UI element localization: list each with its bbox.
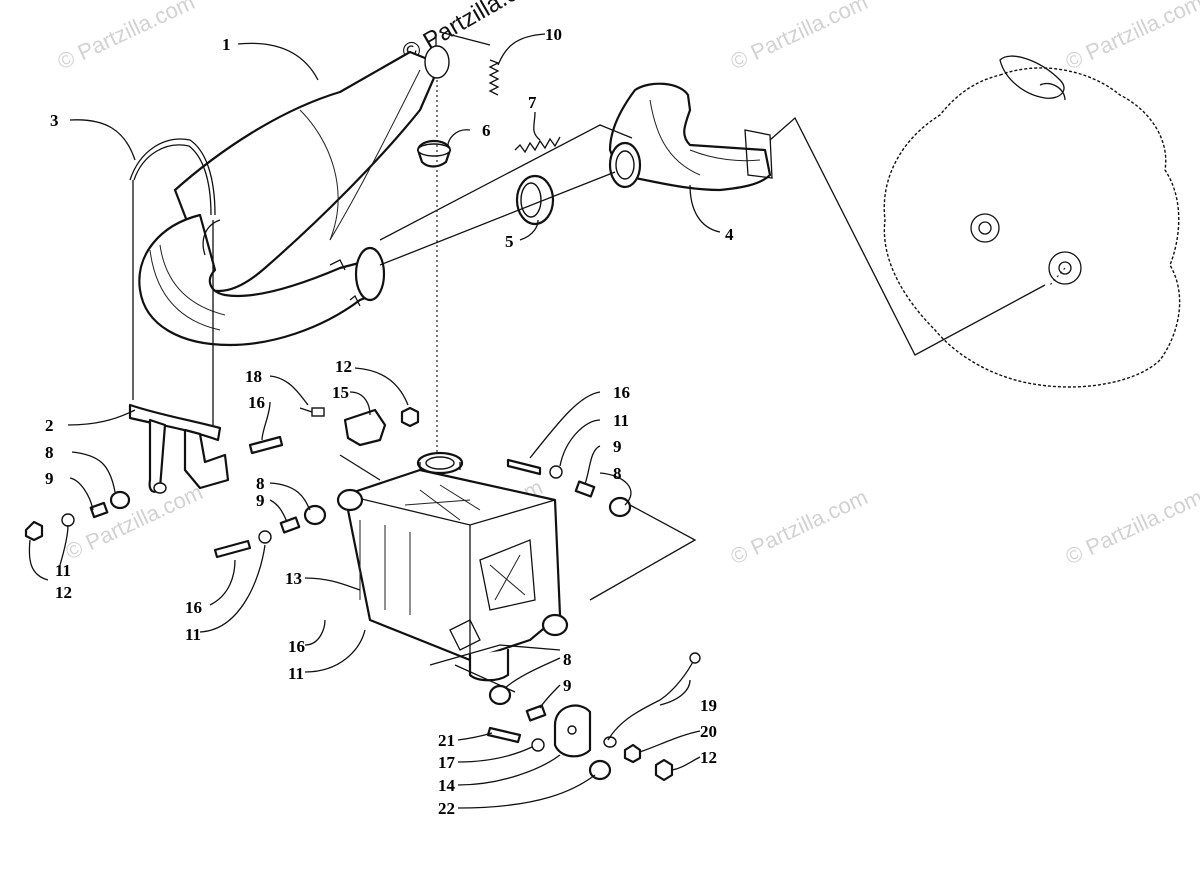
callout-22: 22: [438, 799, 455, 818]
callout-16-a: 16: [248, 393, 265, 412]
engine-outline: [883, 55, 1181, 388]
mounting-bracket: [128, 403, 230, 494]
callout-8-c: 8: [613, 464, 622, 483]
callout-13: 13: [285, 569, 302, 588]
callout-18: 18: [245, 367, 262, 386]
callout-6: 6: [482, 121, 491, 140]
callout-20: 20: [700, 722, 717, 741]
expansion-chamber: [138, 35, 450, 347]
callout-12-c: 12: [700, 748, 717, 767]
callout-11-a: 11: [55, 561, 71, 580]
leader-lines: [28, 33, 721, 809]
callout-11-d: 11: [613, 411, 629, 430]
callout-1: 1: [222, 35, 231, 54]
callout-19: 19: [700, 696, 717, 715]
alignment-lines: [132, 31, 1046, 693]
watermark-1: © Partzilla.com: [54, 0, 199, 75]
hanger-wire: [129, 138, 216, 216]
watermark-6: © Partzilla.com: [1062, 484, 1200, 569]
callout-11-b: 11: [185, 625, 201, 644]
watermark-5: © Partzilla.com: [727, 484, 872, 569]
exhaust-manifold: [608, 82, 773, 192]
callout-12-a: 12: [55, 583, 72, 602]
callout-15: 15: [332, 383, 349, 402]
callout-9-d: 9: [563, 676, 572, 695]
callout-4: 4: [725, 225, 734, 244]
callout-5: 5: [505, 232, 514, 251]
silencer-box: [336, 451, 569, 682]
callout-17: 17: [438, 753, 456, 772]
exhaust-seal-ring: [515, 174, 555, 226]
callout-16-d: 16: [613, 383, 630, 402]
callout-7: 7: [528, 93, 537, 112]
watermark-3: © Partzilla.com: [1062, 0, 1200, 75]
callout-21: 21: [438, 731, 455, 750]
callout-9-a: 9: [45, 469, 54, 488]
callout-2: 2: [45, 416, 54, 435]
callout-8-a: 8: [45, 443, 54, 462]
callout-16-c: 16: [288, 637, 305, 656]
callouts: 1 2 3 4 5 6 7 8 8 8 8 9 9 9 9 10 11 11 1…: [45, 25, 734, 818]
callout-9-b: 9: [256, 491, 265, 510]
springs: [488, 59, 561, 154]
callout-12-b: 12: [335, 357, 352, 376]
callout-16-b: 16: [185, 598, 202, 617]
callout-9-c: 9: [613, 437, 622, 456]
watermark-2: © Partzilla.com: [727, 0, 872, 75]
grommet: [416, 139, 452, 168]
watermark-4: © Partzilla.com: [62, 479, 207, 564]
callout-11-c: 11: [288, 664, 304, 683]
hardware: [24, 406, 701, 782]
callout-14: 14: [438, 776, 456, 795]
callout-10: 10: [545, 25, 562, 44]
callout-8-b: 8: [256, 474, 265, 493]
callout-3: 3: [50, 111, 59, 130]
callout-8-d: 8: [563, 650, 572, 669]
